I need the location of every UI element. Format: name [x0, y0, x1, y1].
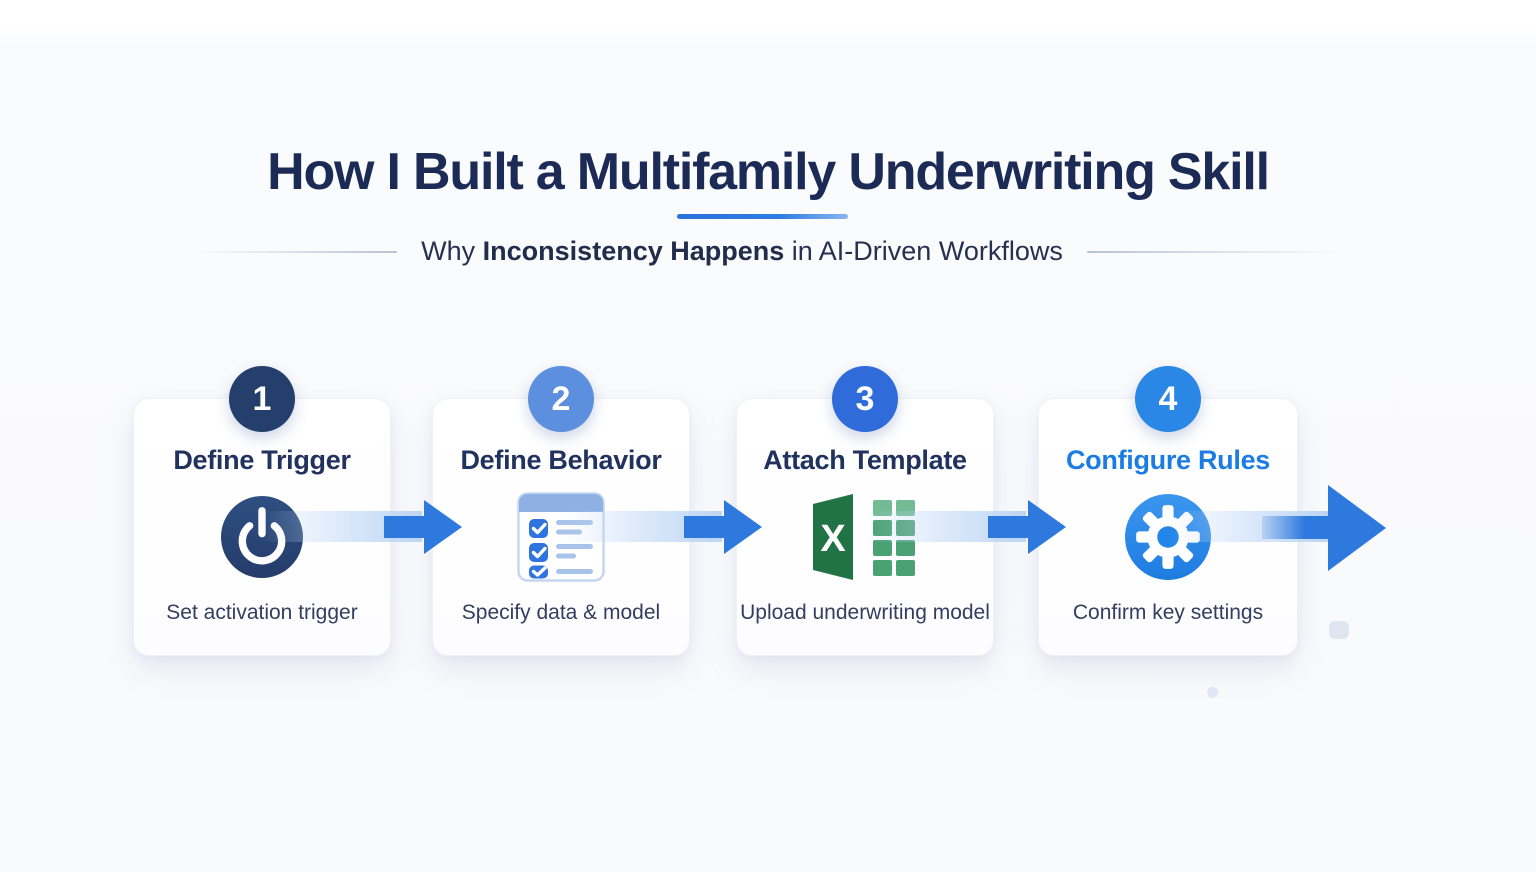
step-description: Upload underwriting model [740, 601, 990, 624]
step-number-badge: 3 [832, 366, 898, 432]
step-number-badge: 1 [229, 366, 295, 432]
step-title: Define Behavior [460, 445, 662, 475]
step-title: Define Trigger [173, 445, 351, 475]
subtitle-suffix: in AI-Driven Workflows [784, 236, 1063, 266]
decorative-dot [1207, 687, 1218, 698]
subtitle-divider-left [197, 250, 398, 253]
step-title: Attach Template [763, 445, 967, 475]
step-title: Configure Rules [1065, 445, 1270, 475]
arrow-head [724, 500, 762, 554]
arrow-head [424, 500, 462, 554]
arrow-head [1328, 485, 1386, 571]
arrow-body [684, 516, 724, 538]
arrow-body [988, 516, 1028, 538]
arrow-head [1028, 500, 1066, 554]
decorative-square [1329, 621, 1349, 639]
arrow-body [384, 516, 424, 538]
svg-text:X: X [820, 518, 846, 560]
page-title: How I Built a Multifamily Underwriting S… [267, 143, 1270, 201]
subtitle-divider-right [1086, 250, 1339, 253]
step-number-badge: 4 [1135, 366, 1201, 432]
subtitle-emphasis: Inconsistency Happens [482, 236, 785, 266]
subtitle: Why Inconsistency Happens in AI-Driven W… [421, 236, 1063, 267]
step-description: Confirm key settings [1072, 601, 1264, 624]
step-description: Set activation trigger [166, 601, 358, 624]
checklist-icon [517, 491, 605, 587]
step-description: Specify data & model [461, 601, 661, 624]
step-number-badge: 2 [528, 366, 594, 432]
arrow-body [1262, 516, 1328, 539]
step-icon-box [433, 491, 689, 583]
subtitle-prefix: Why [421, 236, 483, 266]
title-underline-accent [677, 214, 848, 219]
subtitle-row: Why Inconsistency Happens in AI-Driven W… [0, 236, 1536, 267]
